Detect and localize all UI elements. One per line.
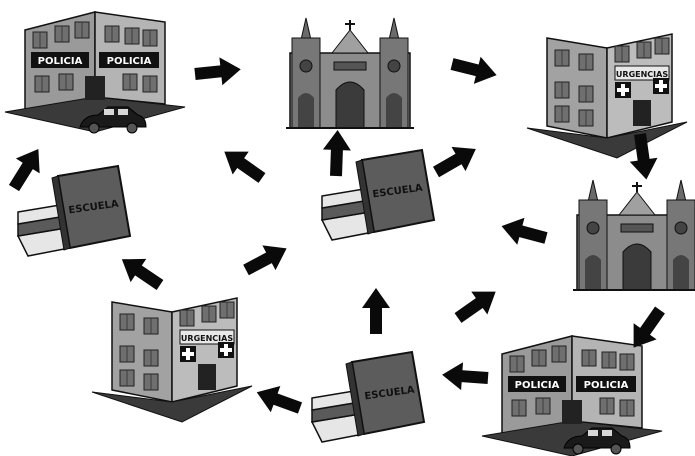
cathedral-node <box>572 179 695 291</box>
police-station-node: POLICIA POLICIA <box>482 336 662 456</box>
cathedral-node <box>285 17 415 129</box>
police-sign-label: POLICIA <box>107 56 152 67</box>
police-sign-label: POLICIA <box>38 56 83 67</box>
police-station-node: POLICIA POLICIA <box>5 12 185 134</box>
arrow-icon <box>441 360 489 392</box>
arrow-icon <box>114 247 168 297</box>
arrow-icon <box>251 379 305 422</box>
book-node: ESCUELA <box>311 351 425 443</box>
book-node: ESCUELA <box>321 149 435 241</box>
arrow-icon <box>239 236 294 283</box>
arrow-icon <box>429 136 483 185</box>
arrow-icon <box>497 212 550 252</box>
police-sign-label: POLICIA <box>515 380 560 391</box>
police-sign-label: POLICIA <box>584 380 629 391</box>
hospital-sign-label: URGENCIAS <box>181 334 233 343</box>
hospital-sign-label: URGENCIAS <box>616 70 668 79</box>
arrow-icon <box>322 129 352 177</box>
arrow-icon <box>193 55 243 88</box>
arrow-icon <box>2 141 51 196</box>
arrow-icon <box>216 140 271 190</box>
arrow-icon <box>448 50 501 89</box>
hospital-node: URGENCIAS <box>527 34 687 158</box>
hospital-node: URGENCIAS <box>92 298 252 422</box>
arrow-icon <box>362 288 390 334</box>
arrow-icon <box>449 280 504 330</box>
book-node: ESCUELA <box>17 165 131 257</box>
